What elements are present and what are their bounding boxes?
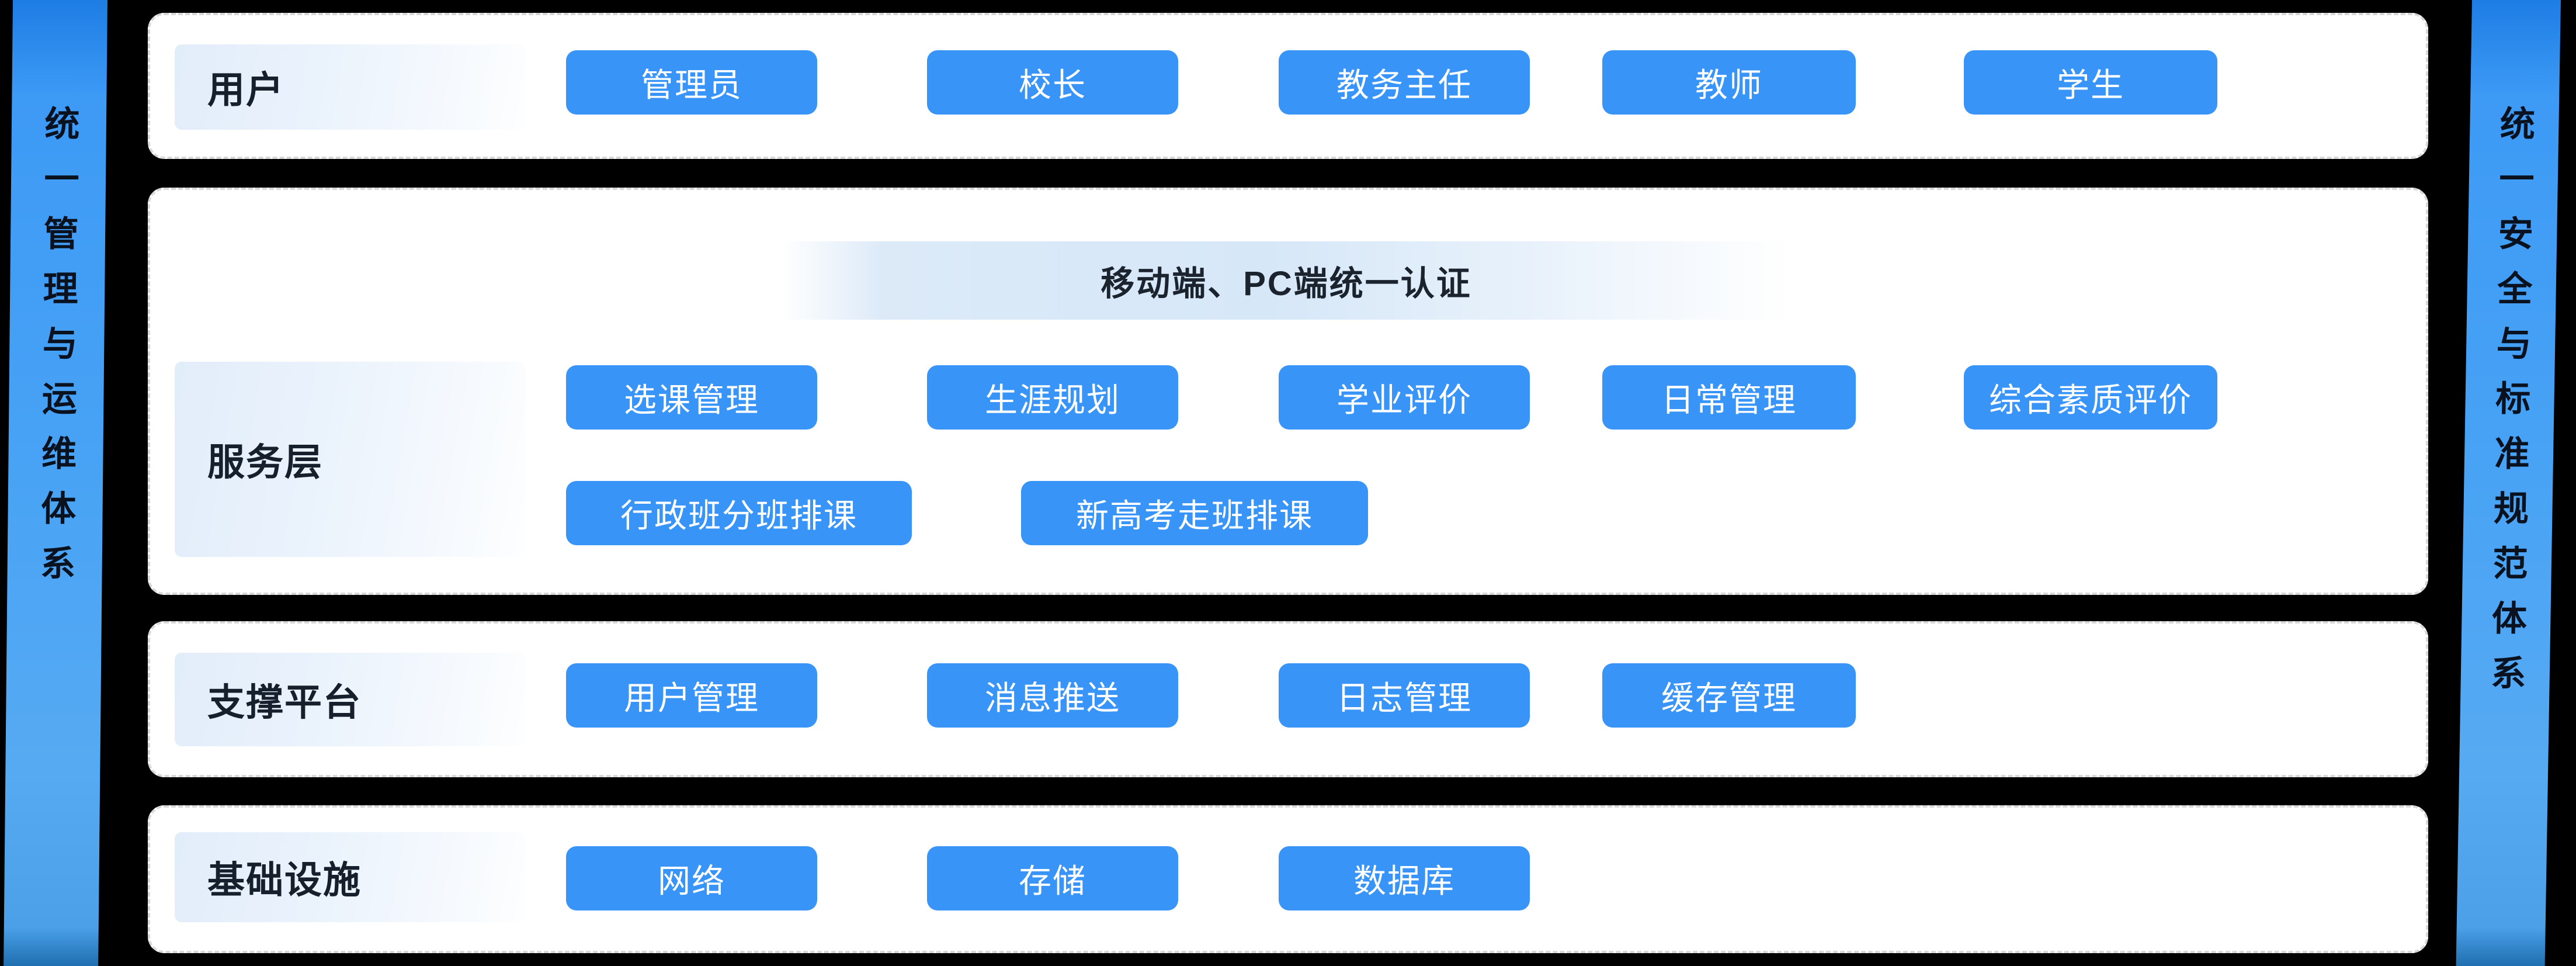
block-log-management: 日志管理 [1279, 663, 1530, 728]
left-ribbon-unified-management: 统一管理与运维体系 [4, 0, 108, 966]
block-course-selection: 选课管理 [566, 365, 817, 430]
layer-label-support: 支撑平台 [175, 653, 525, 746]
block-network: 网络 [566, 846, 817, 910]
right-ribbon-text: 统一安全与标准规范体系 [2485, 105, 2535, 709]
layer-label-services: 服务层 [175, 362, 525, 557]
block-academic-evaluation: 学业评价 [1279, 365, 1530, 430]
block-comprehensive-quality-evaluation: 综合素质评价 [1964, 365, 2217, 430]
layer-card-support: 支撑平台 用户管理 消息推送 日志管理 缓存管理 [148, 621, 2428, 777]
layer-card-services: 移动端、PC端统一认证 服务层 选课管理 生涯规划 学业评价 日常管理 综合素质… [148, 188, 2428, 595]
block-dean-of-studies: 教务主任 [1279, 50, 1530, 115]
block-new-gaokao-scheduling: 新高考走班排课 [1021, 481, 1368, 545]
block-daily-management: 日常管理 [1602, 365, 1856, 430]
block-admin: 管理员 [566, 50, 817, 115]
block-database: 数据库 [1279, 846, 1530, 910]
block-user-management: 用户管理 [566, 663, 817, 728]
layer-label-infrastructure: 基础设施 [175, 832, 525, 922]
right-ribbon-unified-security: 统一安全与标准规范体系 [2456, 0, 2561, 966]
layer-card-infrastructure: 基础设施 网络 存储 数据库 [148, 805, 2428, 953]
block-admin-class-scheduling: 行政班分班排课 [566, 481, 912, 545]
unified-auth-banner: 移动端、PC端统一认证 [782, 241, 1790, 320]
left-ribbon-text: 统一管理与运维体系 [35, 105, 79, 600]
block-storage: 存储 [927, 846, 1178, 910]
layer-card-users: 用户 管理员 校长 教务主任 教师 学生 [148, 13, 2428, 159]
block-career-planning: 生涯规划 [927, 365, 1178, 430]
block-student: 学生 [1964, 50, 2217, 115]
block-message-push: 消息推送 [927, 663, 1178, 728]
block-principal: 校长 [927, 50, 1178, 115]
block-teacher: 教师 [1602, 50, 1856, 115]
block-cache-management: 缓存管理 [1602, 663, 1856, 728]
layer-label-users: 用户 [175, 44, 525, 130]
